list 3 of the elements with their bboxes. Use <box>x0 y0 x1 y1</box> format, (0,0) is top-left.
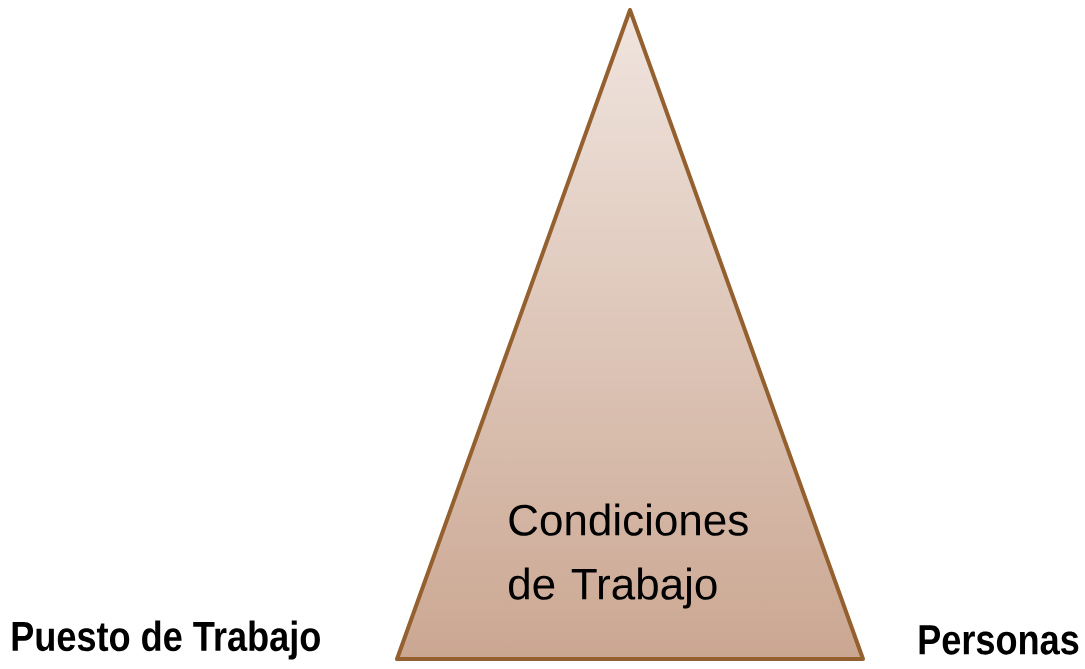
triangle: Condiciones de Trabajo <box>395 8 865 661</box>
corner-label: Personas <box>919 625 1079 655</box>
corner-label: Puesto de Trabajo <box>12 620 320 660</box>
